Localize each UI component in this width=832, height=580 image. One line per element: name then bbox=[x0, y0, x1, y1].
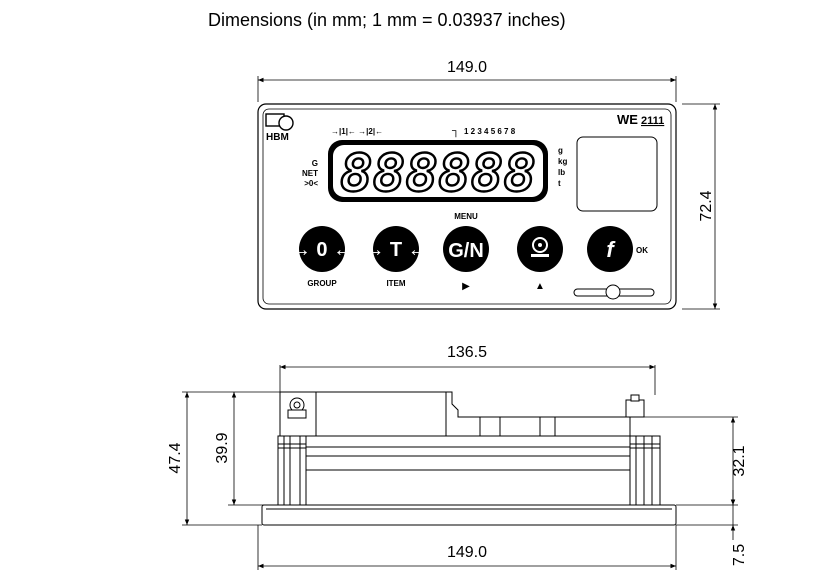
body-height-value: 39.9 bbox=[214, 432, 231, 463]
plate-thickness-value: 7.5 bbox=[731, 544, 748, 566]
front-view: 149.0 72.4 HBM WE 2111 →|1|← →|2|← ┐ 1 2… bbox=[257, 59, 720, 310]
label-window bbox=[576, 136, 658, 212]
print-button[interactable] bbox=[517, 226, 563, 272]
figure-caption: Dimensions (in mm; 1 mm = 0.03937 inches… bbox=[208, 10, 566, 30]
housing-profile bbox=[261, 391, 677, 526]
tare-button[interactable]: → T ← bbox=[364, 226, 428, 272]
display-window bbox=[333, 145, 543, 197]
indicator-zero: >0< bbox=[304, 179, 318, 188]
hbm-logo: HBM bbox=[265, 113, 294, 143]
group-label: GROUP bbox=[307, 279, 337, 288]
print-icon bbox=[531, 237, 549, 257]
limit-numbers: 1 2 3 4 5 6 7 8 bbox=[464, 127, 516, 136]
unit-lb: lb bbox=[558, 168, 565, 177]
unit-g: g bbox=[558, 146, 563, 155]
function-button[interactable]: f bbox=[587, 226, 633, 272]
zero-button[interactable]: → 0 ← bbox=[291, 226, 353, 272]
function-symbol: f bbox=[606, 237, 616, 262]
limit-symbol-icon: ┐ bbox=[451, 125, 460, 138]
indicator-net: NET bbox=[302, 169, 318, 178]
gross-net-button[interactable]: G/N bbox=[443, 226, 489, 272]
bottom-width-value: 149.0 bbox=[447, 544, 487, 561]
item-label: ITEM bbox=[386, 279, 405, 288]
indicator-gross: G bbox=[312, 159, 318, 168]
gross-net-symbol: G/N bbox=[448, 240, 484, 262]
model-number: 2111 bbox=[641, 115, 664, 127]
channel-marks: →|1|← →|2|← bbox=[331, 127, 383, 136]
menu-label: MENU bbox=[454, 212, 478, 221]
front-panel-inner bbox=[262, 108, 672, 305]
front-width-value: 149.0 bbox=[447, 59, 487, 76]
brand-label: HBM bbox=[266, 132, 289, 143]
model-prefix: WE bbox=[617, 112, 638, 127]
side-view: 136.5 47.4 39.9 32.1 7.5 149.0 bbox=[167, 344, 748, 570]
zero-button-symbol: → 0 ← bbox=[291, 239, 353, 261]
tare-button-symbol: → T ← bbox=[364, 239, 427, 261]
unit-kg: kg bbox=[558, 157, 567, 166]
front-height-value: 72.4 bbox=[698, 190, 715, 221]
total-height-value: 47.4 bbox=[167, 442, 184, 473]
up-arrow-icon: ▲ bbox=[535, 281, 545, 292]
right-arrow-icon: ▶ bbox=[462, 281, 470, 292]
seven-segment-display: 888888 bbox=[340, 144, 536, 204]
right-height-value: 32.1 bbox=[731, 445, 748, 476]
inner-width-value: 136.5 bbox=[447, 344, 487, 361]
card-slot bbox=[573, 284, 655, 300]
ok-label: OK bbox=[636, 246, 648, 255]
unit-t: t bbox=[558, 179, 561, 188]
